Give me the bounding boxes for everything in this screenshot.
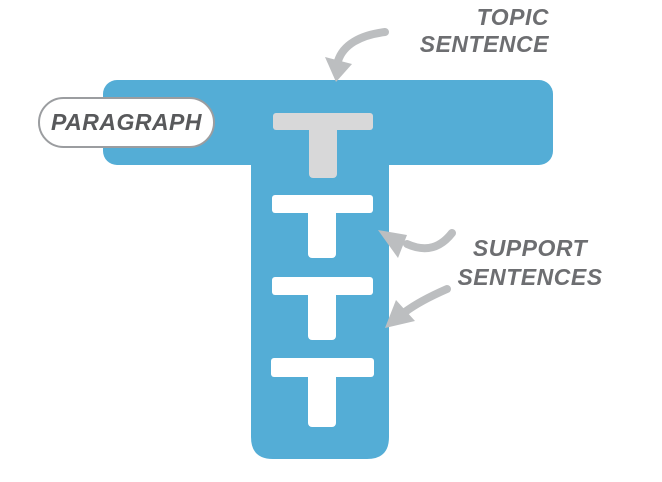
topic-sentence-label-line2: SENTENCE xyxy=(419,31,549,57)
support-sentences-label-line1: SUPPORT xyxy=(472,235,588,261)
topic-arrow-curve xyxy=(334,28,389,65)
support-arrow-lower-curve xyxy=(401,285,451,316)
support-arrow-upper-icon xyxy=(378,229,456,258)
support-t-1 xyxy=(272,195,373,258)
paragraph-badge: PARAGRAPH xyxy=(38,97,215,148)
support-arrow-lower-icon xyxy=(385,285,451,328)
topic-sentence-t xyxy=(273,113,373,178)
topic-arrow-icon xyxy=(325,28,389,82)
support-t-2 xyxy=(272,277,373,340)
paragraph-badge-label: PARAGRAPH xyxy=(50,109,203,135)
topic-sentence-label-line1: TOPIC xyxy=(476,4,549,30)
support-t-3-stem xyxy=(308,358,336,427)
support-t-1-stem xyxy=(308,195,336,258)
topic-t-stem xyxy=(309,113,337,178)
support-arrow-lower-head xyxy=(385,300,415,328)
support-sentences-label: SUPPORT SENTENCES xyxy=(444,234,616,292)
topic-arrow-head xyxy=(325,57,352,82)
support-arrow-upper-curve xyxy=(403,229,456,253)
topic-sentence-label: TOPIC SENTENCE xyxy=(420,4,549,58)
support-arrow-upper-head xyxy=(378,230,407,258)
support-t-3 xyxy=(271,358,374,427)
support-sentences-label-line2: SENTENCES xyxy=(457,264,603,290)
support-t-2-stem xyxy=(308,277,336,340)
